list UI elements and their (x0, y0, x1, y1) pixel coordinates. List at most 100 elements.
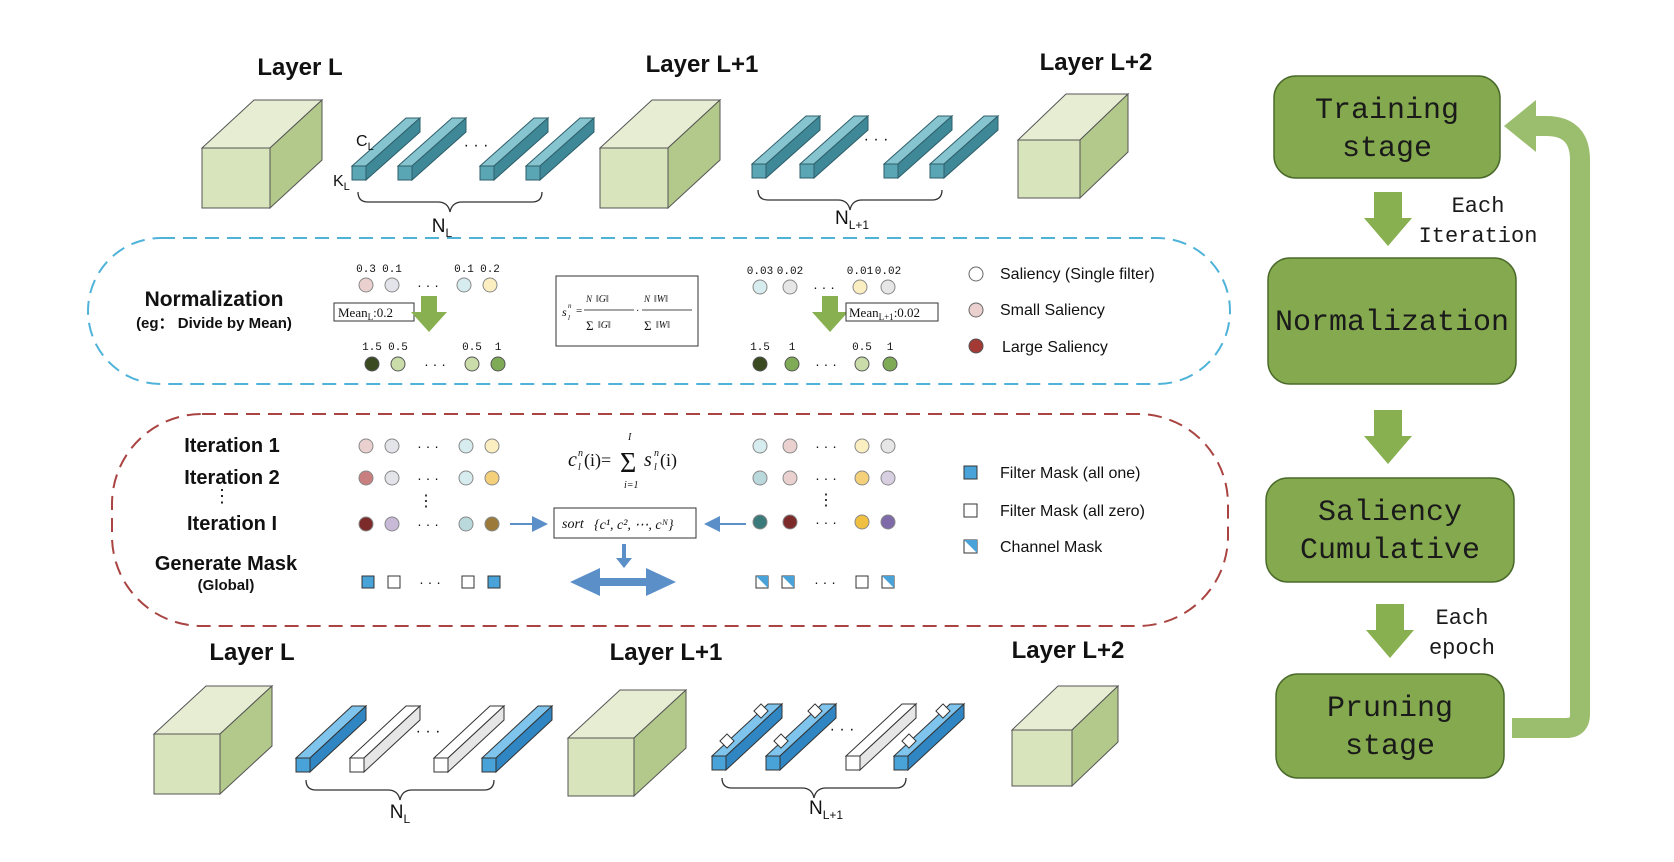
top-nl1-label: NL+1 (835, 208, 869, 232)
k-l-label: KL (333, 173, 350, 193)
top-brace-nl1 (757, 189, 943, 211)
svg-text:0.1: 0.1 (382, 264, 402, 276)
top-filter-l-1 (350, 116, 422, 182)
svg-text:⋮: ⋮ (418, 493, 434, 510)
svg-text:N: N (585, 294, 593, 304)
bottom-filters-l-ellipsis: · · · (416, 723, 441, 740)
flow-loop-arrow (1504, 100, 1590, 738)
svg-text:Σ: Σ (620, 448, 636, 479)
norm-left-down-arrow (411, 296, 447, 332)
svg-text:I: I (627, 432, 632, 443)
norm-left-before-dots (358, 277, 498, 293)
bottom-nl1-label: NL+1 (809, 798, 843, 822)
bottom-brace-nl (305, 779, 495, 801)
bottom-layer-l1-label: Layer L+1 (610, 639, 723, 666)
svg-text:0.03: 0.03 (747, 266, 773, 278)
bottom-layer-l2-label: Layer L+2 (1012, 637, 1125, 664)
svg-text:‖G‖: ‖G‖ (596, 294, 609, 305)
bottom-brace-nl1 (721, 777, 907, 799)
bottom-filter-l-4 (480, 704, 554, 774)
svg-text:s: s (562, 305, 567, 319)
channel-mask-2 (781, 575, 795, 589)
mask-row-right: · · · (755, 574, 895, 590)
bottom-nl-label: NL (390, 802, 411, 826)
generate-mask-global-label: (Global) (198, 577, 255, 594)
flow-each-iteration-2: Iteration (1419, 224, 1538, 249)
svg-text:l: l (578, 462, 581, 473)
svg-text:n: n (568, 302, 572, 310)
top-brace-nl (357, 191, 543, 213)
flow-saliency-line2: Cumulative (1300, 534, 1480, 568)
top-cube-layer-l1 (598, 98, 722, 210)
mask-row-left: · · · (361, 574, 501, 590)
generate-mask-label: Generate Mask (155, 553, 298, 575)
svg-text:Σ: Σ (586, 318, 594, 333)
norm-left-mean-box: MeanL:0.2 (333, 302, 415, 322)
top-filter-l1-2 (798, 114, 870, 180)
svg-text:0.5: 0.5 (462, 342, 482, 354)
channel-mask-1 (755, 575, 769, 589)
top-filters-l1-ellipsis: · · · (864, 131, 889, 148)
top-filters-layer-l (350, 116, 596, 182)
svg-text:· · ·: · · · (419, 574, 441, 590)
saliency-formula: s n l = N ‖G‖ Σ ‖G‖ · N ‖W‖ Σ ‖W‖ (555, 275, 699, 347)
svg-text:0.2: 0.2 (480, 264, 500, 276)
flow-each-iteration-1: Each (1452, 194, 1505, 219)
top-filter-l1-4 (928, 114, 1000, 180)
sort-box: sort {c¹, c², ⋯, cᴺ} (553, 507, 697, 539)
svg-text:{c¹, c², ⋯, cᴺ}: {c¹, c², ⋯, cᴺ} (594, 518, 674, 533)
iteration-i-label: Iteration I (187, 513, 277, 535)
svg-text:l: l (654, 462, 657, 473)
iteration-panel (111, 413, 1229, 627)
bottom-filters-l1-ellipsis: · · · (830, 721, 855, 738)
flow-saliency-line1: Saliency (1318, 496, 1462, 530)
norm-right-down-arrow (812, 296, 848, 332)
svg-text:0.5: 0.5 (388, 342, 408, 354)
svg-text:sort: sort (562, 517, 585, 532)
iteration-2-label: Iteration 2 (184, 467, 280, 489)
svg-text:Σ: Σ (644, 318, 652, 333)
svg-text:· · ·: · · · (417, 516, 439, 532)
flow-arrow-1 (1364, 192, 1412, 246)
bottom-filters-layer-l (294, 704, 554, 774)
normalization-subtitle: (eg： Divide by Mean) (136, 315, 292, 332)
top-cube-layer-l (200, 98, 324, 210)
iter-right-dots (752, 438, 896, 530)
svg-text:· · ·: · · · (815, 470, 837, 486)
svg-text:·: · (636, 306, 639, 317)
top-filter-l1-3 (882, 114, 954, 180)
top-filter-l1-1 (750, 114, 822, 180)
norm-right-before-ellipsis: · · · (813, 279, 835, 295)
top-filters-layer-l1 (750, 114, 1000, 180)
bottom-filter-l-2 (348, 704, 422, 774)
legend-masks: Filter Mask (all one) Filter Mask (all z… (963, 465, 1145, 556)
flow-pruning-line2: stage (1345, 730, 1435, 764)
norm-right-after-ellipsis: · · · (815, 356, 837, 372)
iteration-vertical-ellipsis-label: ⋮ (213, 486, 231, 506)
flow-training-line2: stage (1342, 132, 1432, 166)
top-cube-layer-l2 (1016, 92, 1130, 200)
flow-each-epoch-2: epoch (1429, 636, 1495, 661)
top-filter-l-2 (396, 116, 468, 182)
norm-right-before-dots (752, 279, 896, 295)
svg-text:(i)=: (i)= (584, 450, 611, 471)
svg-text:s: s (644, 449, 652, 471)
legend-channel-mask: Channel Mask (1000, 539, 1103, 556)
svg-text:n: n (654, 448, 659, 459)
top-layer-l2-label: Layer L+2 (1040, 49, 1153, 76)
flow-pruning-box: Pruning stage (1275, 673, 1505, 779)
svg-text:1: 1 (789, 342, 796, 354)
svg-text:N: N (643, 294, 651, 304)
iter-left-ellipses: · · · · · · · · · ⋮ (417, 438, 439, 532)
svg-text:· · ·: · · · (417, 438, 439, 454)
svg-text:0.01: 0.01 (847, 266, 874, 278)
svg-text:1.5: 1.5 (362, 342, 382, 354)
svg-text:1: 1 (495, 342, 502, 354)
c-l-label: CL (356, 133, 374, 153)
iter-left-dots (358, 438, 500, 532)
svg-text:n: n (578, 448, 583, 459)
bottom-layer-l-label: Layer L (209, 639, 294, 666)
flow-saliency-box: Saliency Cumulative (1265, 477, 1515, 583)
bottom-filter-l1-1 (710, 702, 784, 772)
flow-normalization-label: Normalization (1275, 306, 1509, 340)
